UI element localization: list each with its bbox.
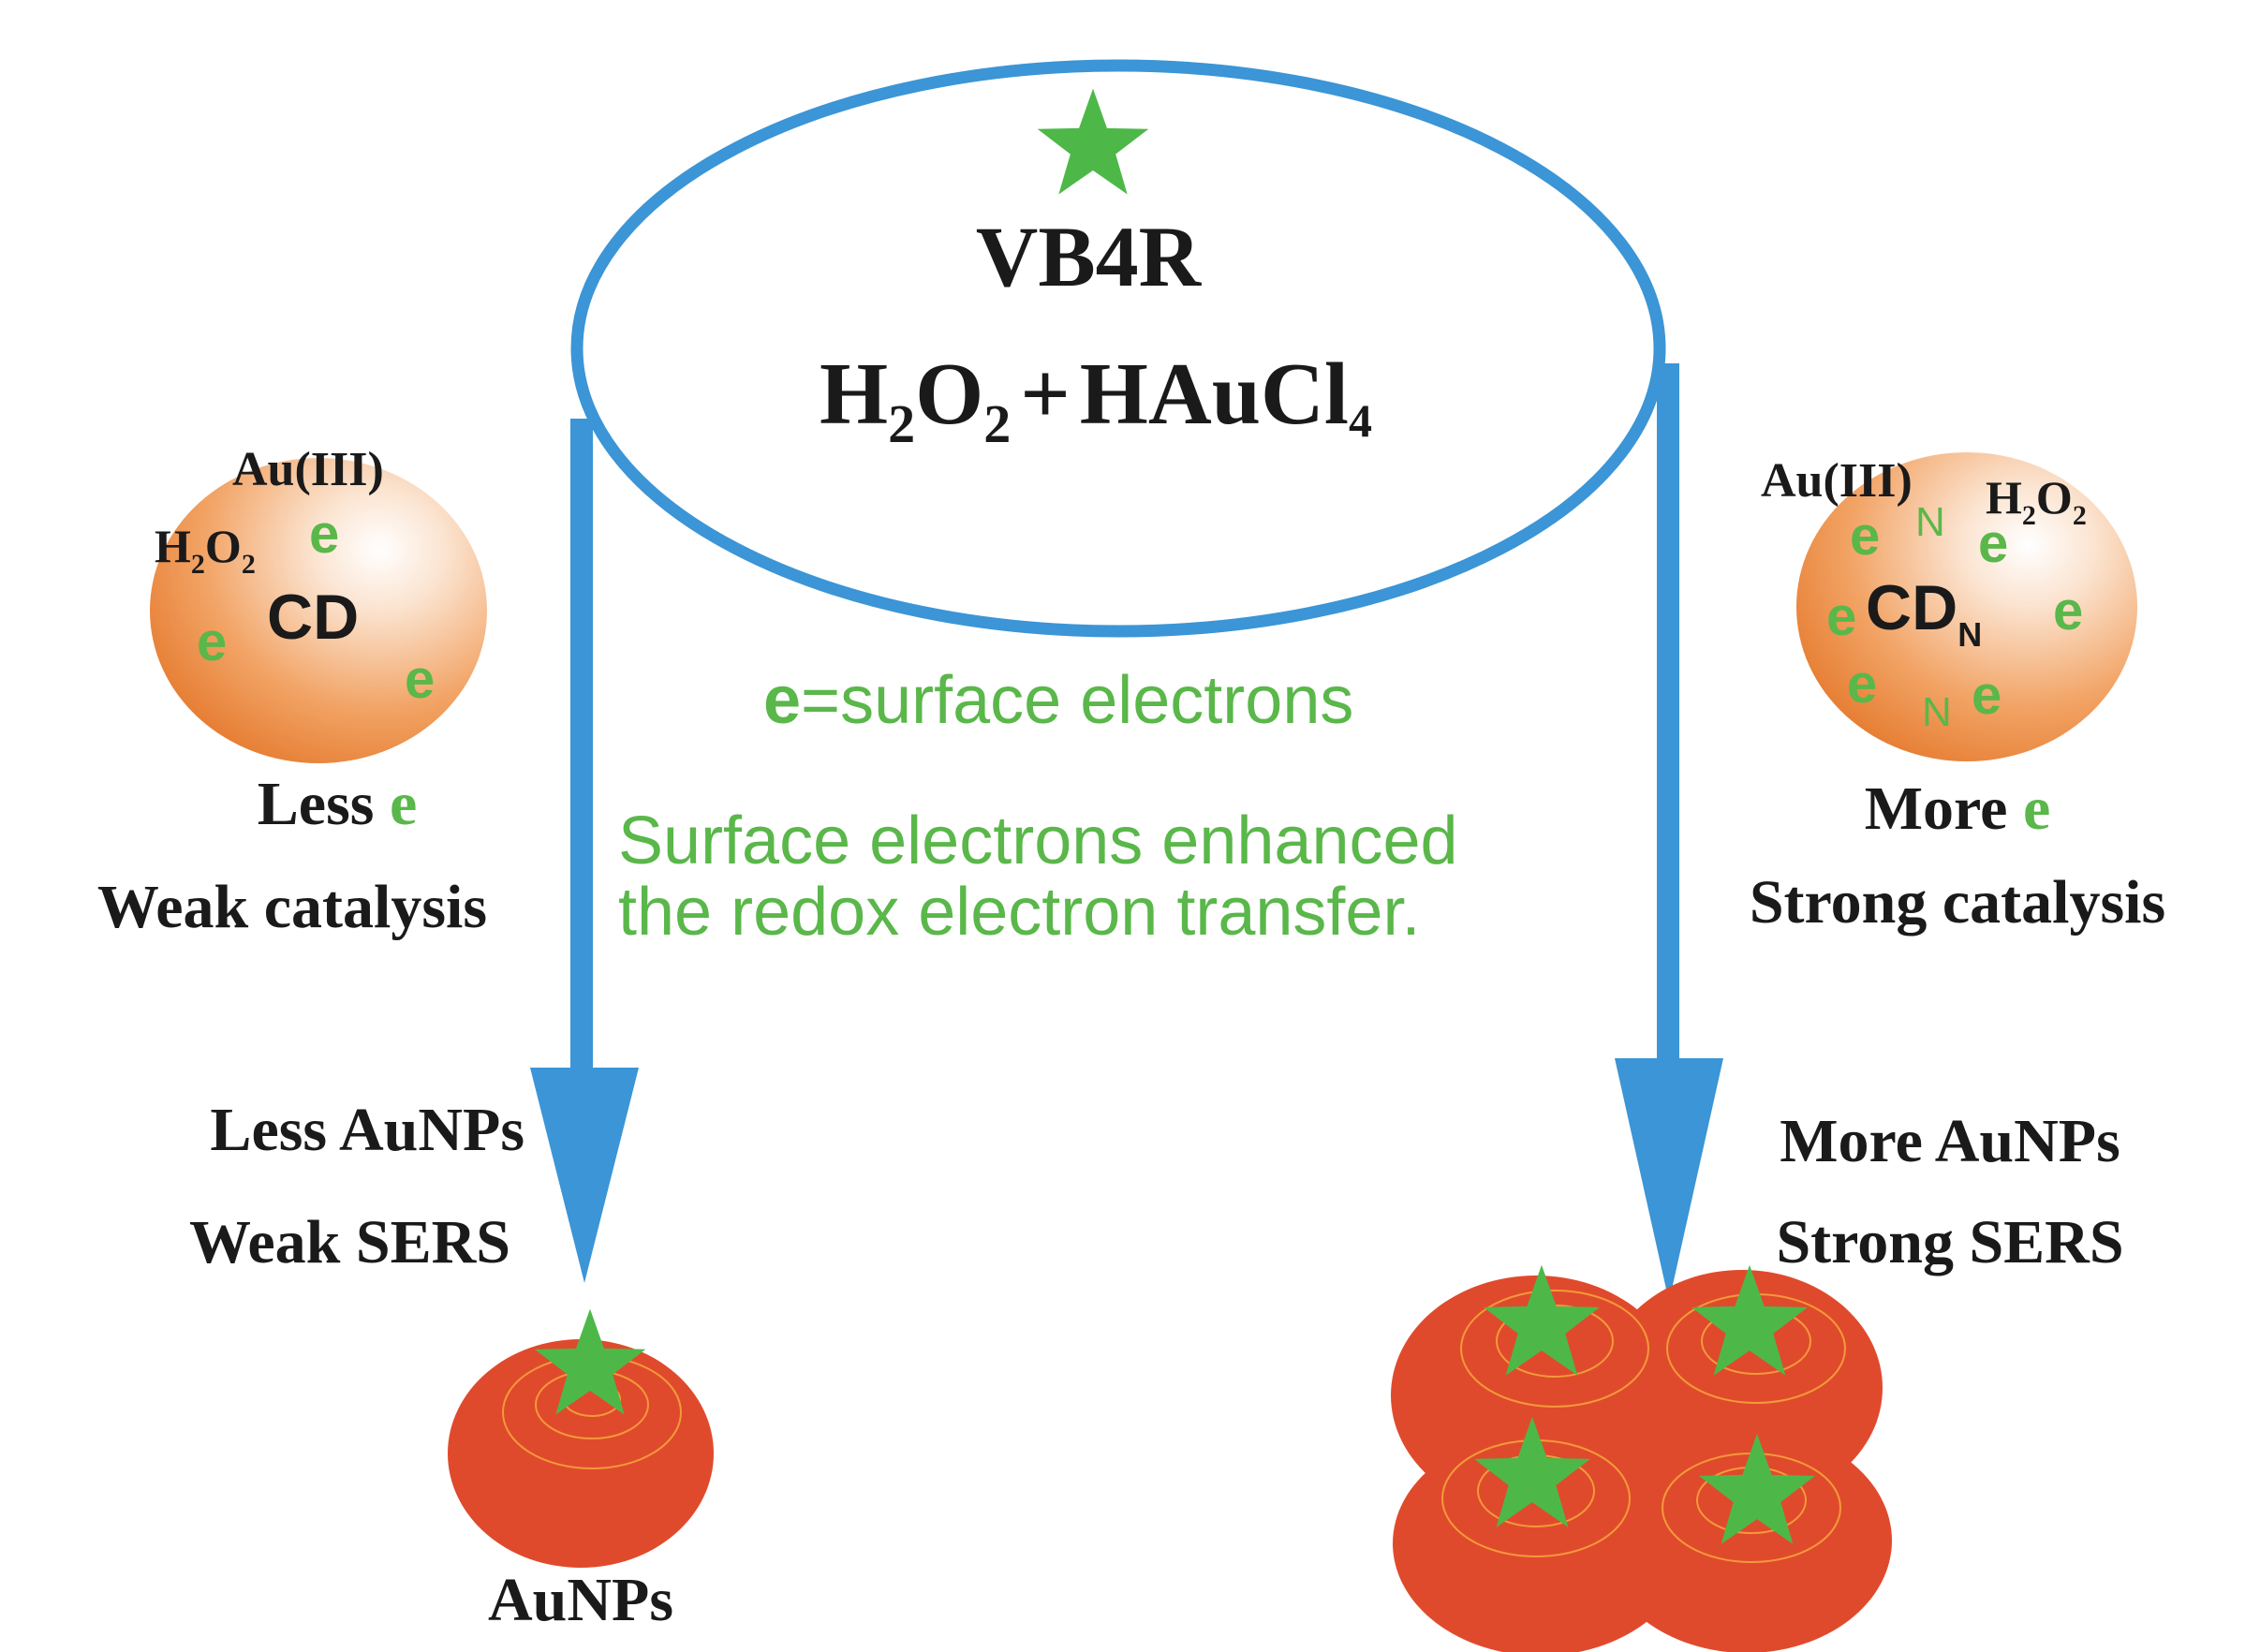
right-result-line1: More AuNPs	[1780, 1107, 2120, 1175]
right-aunp-cluster	[1391, 1264, 1892, 1652]
right-electron-2: e	[1978, 513, 2008, 574]
left-result-line2: Weak SERS	[189, 1208, 510, 1276]
right-dopant-1: N	[1915, 499, 1945, 545]
right-electron-3: e	[1826, 586, 1856, 647]
left-carbon-dot: Au(III) H2O2 e CD e e	[150, 443, 487, 763]
right-arrow	[1615, 363, 1723, 1302]
right-electron-5: e	[1847, 654, 1877, 715]
left-h2o2-label: H2O2	[155, 520, 256, 580]
probe-label: VB4R	[976, 209, 1203, 304]
right-au-label: Au(III)	[1761, 454, 1913, 508]
left-electron-2: e	[197, 612, 227, 672]
left-au-label: Au(III)	[232, 443, 384, 496]
right-carbon-dot: Au(III) H2O2 e N e e CDN e e N e	[1761, 452, 2137, 761]
left-electron-3: e	[405, 649, 435, 710]
right-dopant-2: N	[1922, 689, 1952, 735]
right-caption-line2: Strong catalysis	[1750, 868, 2165, 937]
electron-legend: e=surface electrons	[763, 663, 1353, 738]
right-h2o2-label: H2O2	[1986, 471, 2087, 531]
vb4r-star-icon	[1037, 88, 1149, 195]
left-cd-label: CD	[267, 582, 359, 653]
reaction-ellipse	[570, 59, 1666, 638]
right-result-line2: Strong SERS	[1776, 1208, 2123, 1276]
left-caption-line1: Less e	[258, 770, 417, 838]
left-electron-1: e	[309, 504, 339, 565]
right-electron-4: e	[2053, 581, 2083, 642]
right-electron-1: e	[1850, 506, 1880, 567]
right-cd-label: CDN	[1866, 572, 1982, 654]
reagents-equation: H2O2+HAuCl4	[820, 346, 1372, 454]
left-arrow	[530, 419, 639, 1283]
note-line2: the redox electron transfer.	[618, 875, 1420, 950]
left-result-line1: Less AuNPs	[210, 1096, 524, 1164]
right-caption-line1: More e	[1865, 774, 2051, 843]
right-electron-6: e	[1972, 665, 2002, 726]
left-aunp	[448, 1308, 714, 1568]
left-product-label: AuNPs	[488, 1566, 673, 1634]
note-line1: Surface electrons enhanced	[618, 804, 1458, 878]
left-caption-line2: Weak catalysis	[97, 873, 487, 941]
